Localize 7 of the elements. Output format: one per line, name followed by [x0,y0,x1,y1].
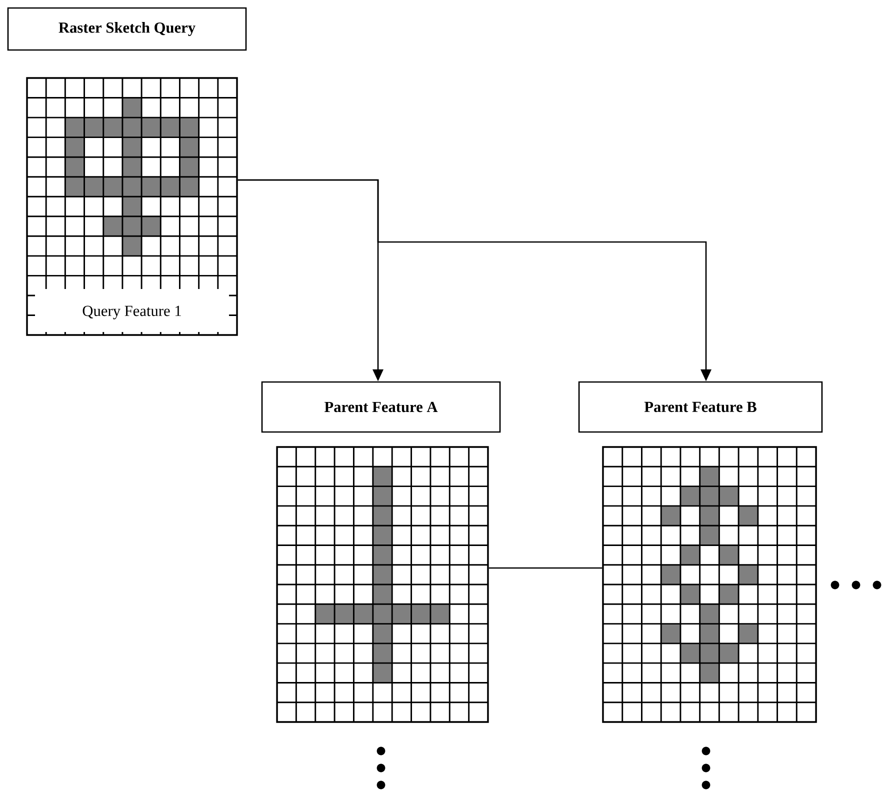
title-box: Parent Feature B [578,381,823,433]
title-box: Parent Feature A [261,381,501,433]
grid-label: Query Feature 1 [35,289,229,332]
pixel-grid-drawing [602,446,817,723]
pixel-grid-drawing [276,446,489,723]
title-box: Raster Sketch Query [7,7,247,51]
connector [488,567,602,569]
